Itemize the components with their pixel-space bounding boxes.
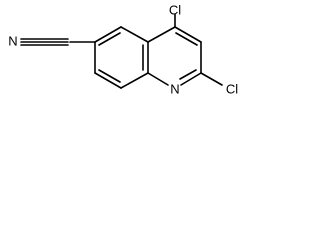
bond-c4-c3-inner (175, 32, 198, 46)
bond-c7-c8-inner (98, 69, 121, 83)
atom-label-nitrile-n: N (8, 33, 17, 48)
bond-n1-c8a (147, 72, 169, 86)
bond-c8-c8a (120, 72, 149, 89)
bond-c2-n1 (180, 72, 202, 86)
bond-c2-cl (200, 72, 223, 86)
bond-c4a-c4 (147, 26, 176, 43)
atom-label-cl-top: Cl (169, 2, 181, 17)
structure-diagram: Cl Cl N N (8, 2, 238, 96)
atom-label-ring-n: N (170, 81, 179, 96)
pyridine-ring (147, 26, 202, 86)
nitrile-group (20, 38, 96, 46)
bond-c5-c6 (94, 26, 122, 43)
atom-label-cl-right: Cl (226, 81, 238, 96)
bond-c7-c8 (94, 72, 122, 89)
benzene-ring (94, 26, 149, 89)
bond-c2-n1-inner (179, 69, 197, 80)
bond-c4a-c5 (120, 26, 149, 43)
bond-c5-c6-inner (98, 32, 121, 46)
bond-c4-c3 (174, 26, 202, 43)
